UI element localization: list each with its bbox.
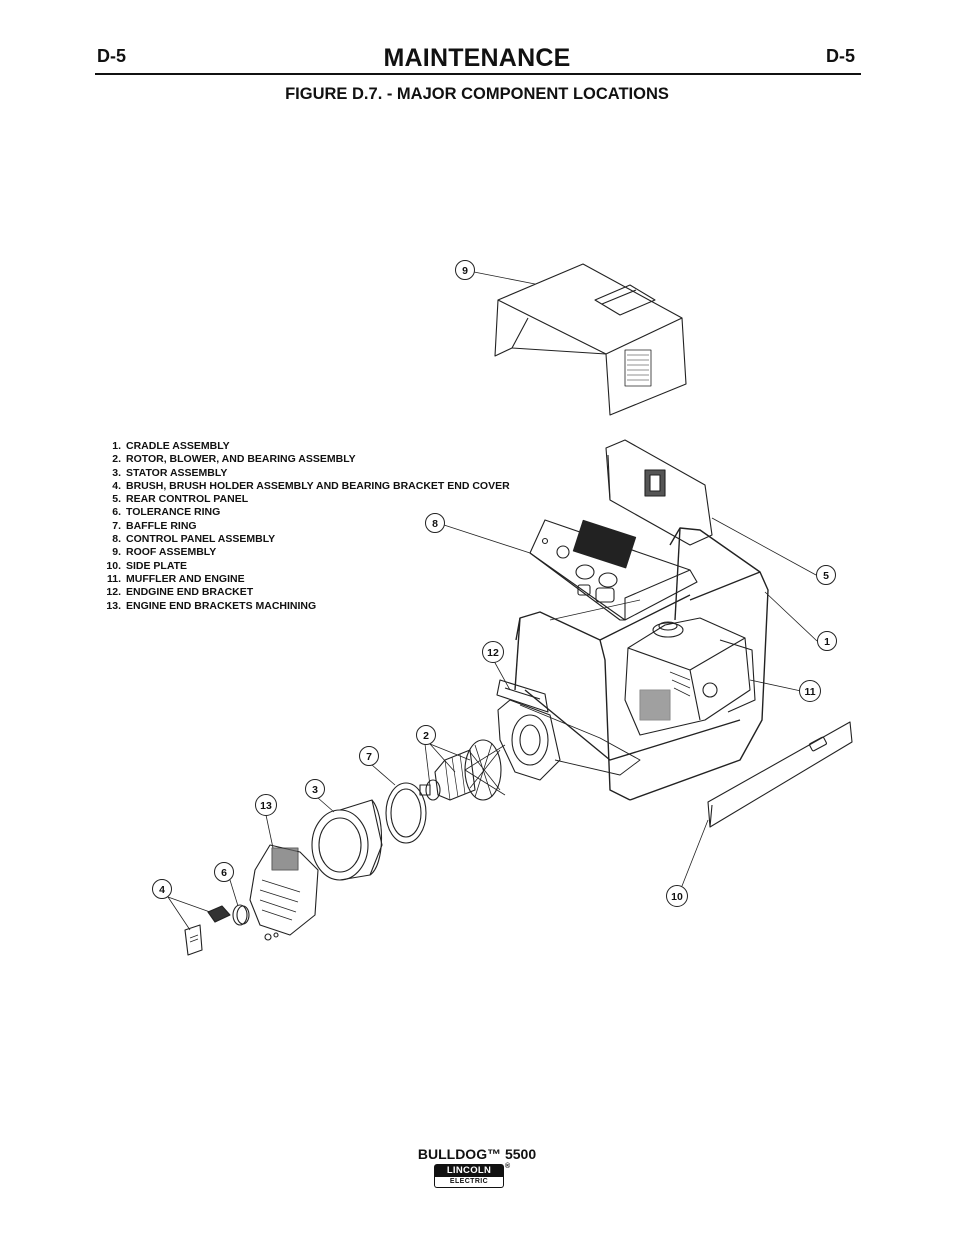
legend-item: 6.TOLERANCE RING [112, 506, 221, 519]
legend-item: 10.SIDE PLATE [106, 559, 188, 572]
legend-item: 12.ENDGINE END BRACKET [106, 586, 254, 599]
legend-item: 13.ENGINE END BRACKETS MACHINING [106, 599, 317, 612]
svg-text:13: 13 [260, 800, 272, 812]
baffle-ring-drawing [385, 782, 427, 844]
svg-text:3: 3 [312, 784, 318, 796]
svg-text:8: 8 [432, 518, 438, 530]
svg-text:9: 9 [462, 265, 468, 277]
tolerance-ring-drawing [232, 904, 250, 926]
callout-11: 11 [799, 680, 821, 702]
lincoln-electric-logo: LINCOLN ELECTRIC ® [434, 1163, 510, 1188]
callout-12: 12 [482, 641, 504, 663]
end-bracket-machining-drawing [249, 844, 319, 941]
rear-control-panel-drawing [605, 439, 713, 546]
legend-item: 2.ROTOR, BLOWER, AND BEARING ASSEMBLY [112, 453, 356, 466]
roof-assembly-drawing [494, 263, 687, 416]
svg-text:10: 10 [671, 891, 683, 903]
callout-10: 10 [666, 885, 688, 907]
legend-item: 7.BAFFLE RING [112, 519, 197, 532]
stator-drawing [311, 799, 383, 881]
callout-5: 5 [816, 565, 836, 585]
page-number-right: D-5 [826, 46, 856, 66]
legend-item: 9.ROOF ASSEMBLY [112, 546, 217, 559]
engine-end-bracket-drawing [496, 679, 561, 781]
callout-6: 6 [214, 862, 234, 882]
callout-1: 1 [817, 631, 837, 651]
legend-item: 3.STATOR ASSEMBLY [112, 466, 228, 479]
callout-9: 9 [455, 260, 475, 280]
svg-text:4: 4 [159, 884, 165, 896]
muffler-engine-drawing [624, 617, 756, 736]
svg-text:6: 6 [221, 867, 227, 879]
control-panel-assembly-drawing [529, 519, 698, 621]
footer-product-name: BULLDOG™ 5500 [417, 1146, 537, 1162]
legend-item: 1.CRADLE ASSEMBLY [112, 440, 230, 452]
legend-item: 8.CONTROL PANEL ASSEMBLY [112, 533, 276, 546]
rotor-blower-drawing [419, 739, 506, 801]
component-legend: 1.CRADLE ASSEMBLY 2.ROTOR, BLOWER, AND B… [95, 440, 510, 613]
brush-holder-drawing [184, 905, 231, 956]
callout-4: 4 [152, 879, 172, 899]
svg-text:11: 11 [804, 686, 815, 698]
legend-item: 11.MUFFLER AND ENGINE [106, 572, 245, 585]
callout-2: 2 [416, 725, 436, 745]
callout-7: 7 [359, 746, 379, 766]
leader-lines [167, 271, 818, 931]
page-number-left: D-5 [97, 46, 127, 66]
cradle-frame-drawing [514, 527, 769, 801]
callout-3: 3 [305, 779, 325, 799]
svg-text:1: 1 [824, 636, 830, 648]
section-title: MAINTENANCE [383, 44, 571, 72]
svg-text:7: 7 [366, 751, 372, 763]
legend-item: 5.REAR CONTROL PANEL [112, 493, 249, 506]
figure-title: FIGURE D.7. - MAJOR COMPONENT LOCATIONS [285, 85, 669, 103]
svg-text:5: 5 [823, 570, 829, 582]
legend-item: 4.BRUSH, BRUSH HOLDER ASSEMBLY AND BEARI… [112, 479, 510, 492]
svg-text:12: 12 [487, 647, 499, 659]
callout-13: 13 [255, 794, 277, 816]
callout-8: 8 [425, 513, 445, 533]
svg-text:2: 2 [423, 730, 429, 742]
side-plate-drawing [707, 721, 853, 828]
header-rule [95, 73, 861, 75]
